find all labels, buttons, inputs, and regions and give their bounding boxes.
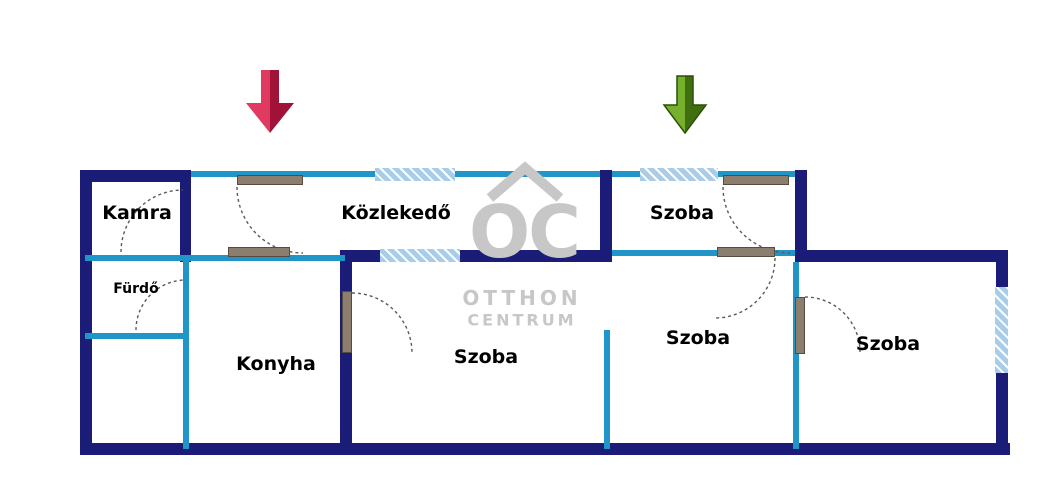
window-kozlekedo [375, 168, 455, 181]
wall-top-kamra [80, 170, 191, 182]
door-leaf-szoba-right [717, 247, 775, 257]
wall-outer-left [80, 170, 92, 455]
watermark-line2: CENTRUM [467, 310, 577, 330]
red-down-arrow-icon [246, 70, 294, 133]
room-label-szoba-far-right: Szoba [855, 333, 921, 355]
room-label-szoba-center: Szoba [453, 346, 519, 368]
door-arc-szoba-center [351, 292, 413, 354]
wall-furdo-bottom [85, 333, 186, 339]
window-szoba-top [640, 168, 718, 181]
wall-top-right-section [795, 250, 1008, 262]
green-arrow-right-half [685, 76, 706, 133]
wall-szoba-right-divider [793, 262, 799, 449]
wall-left-rooms-divider [183, 261, 189, 449]
watermark-line1: OTTHON [462, 286, 582, 310]
room-label-szoba-top: Szoba [649, 202, 715, 224]
wall-outer-bottom [80, 443, 1010, 455]
green-down-arrow-icon [662, 75, 708, 135]
door-leaf-entry [237, 175, 303, 185]
door-leaf-szoba-far-right [795, 297, 805, 354]
watermark-monogram: OC [468, 190, 581, 274]
door-arc-szoba-far-right [804, 296, 861, 353]
door-arc-szoba-top [722, 186, 791, 254]
green-arrow-outline [662, 75, 708, 135]
wall-kozlekedo-szoba-divider [600, 170, 612, 262]
room-label-kamra: Kamra [102, 202, 172, 224]
green-arrow-left-half [664, 76, 685, 133]
room-label-kozlekedo: Közlekedő [341, 202, 451, 224]
door-arc-szoba-right [714, 257, 776, 319]
door-arc-entry [236, 186, 304, 254]
door-leaf-szoba-center [342, 291, 352, 353]
room-label-furdo: Fürdő [113, 281, 159, 297]
wall-kozlekedo-bottom-right [460, 250, 612, 262]
door-leaf-konyha [228, 247, 290, 257]
wall-kozlekedo-bottom-left [340, 250, 380, 262]
wall-szoba-top-bottom [612, 250, 795, 256]
red-arrow-left-half [246, 70, 270, 133]
room-label-szoba-right: Szoba [665, 327, 731, 349]
room-label-konyha: Konyha [236, 353, 316, 375]
window-right-wall [995, 287, 1008, 373]
door-leaf-szoba-top [723, 175, 789, 185]
wall-szoba-top-right [795, 170, 807, 262]
wall-kamra-konyha-top [85, 255, 345, 261]
wall-kamra-right [180, 170, 191, 262]
window-interior [380, 249, 460, 262]
wall-szoba-center-divider [604, 330, 610, 449]
red-arrow-right-half [270, 70, 294, 133]
